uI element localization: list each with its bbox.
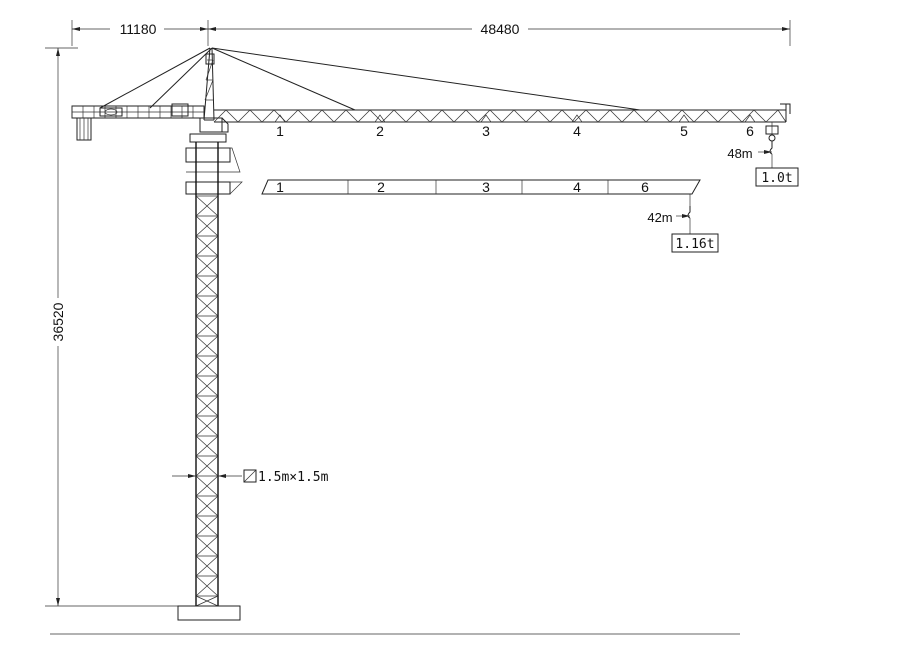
main-jib-section-label: 2 (376, 123, 384, 139)
mast-section-label: 1.5m×1.5m (258, 470, 329, 485)
short-jib: 1 2 3 4 6 42m 1.16t (261, 179, 719, 253)
main-jib-section-label: 1 (276, 123, 284, 139)
counter-jib (71, 103, 205, 141)
short-jib-section-label: 2 (377, 179, 385, 195)
mast (50, 142, 740, 635)
main-jib-section-label: 3 (482, 123, 490, 139)
short-jib-section-label: 3 (482, 179, 490, 195)
main-jib-section-label: 4 (573, 123, 581, 139)
vertical-dimension: 36520 (45, 47, 178, 607)
main-jib-section-label: 5 (680, 123, 688, 139)
main-jib: 1 2 3 4 5 6 (213, 103, 791, 139)
short-jib-radius: 42m (647, 210, 672, 225)
short-jib-section-label: 1 (276, 179, 284, 195)
main-jib-section-label: 6 (746, 123, 754, 139)
main-hook: 48m 1.0t (727, 122, 799, 187)
short-jib-section-label: 6 (641, 179, 649, 195)
short-jib-tip-load: 1.16t (675, 237, 714, 252)
horizontal-dimension: 11180 48480 (71, 20, 791, 46)
mast-section-dimension: 1.5m×1.5m (172, 469, 329, 485)
main-jib-tip-load: 1.0t (761, 171, 792, 186)
jib-length-label: 48480 (481, 21, 520, 37)
tower-height-label: 36520 (50, 302, 66, 341)
short-jib-section-label: 4 (573, 179, 581, 195)
tower-head (99, 47, 641, 195)
counter-jib-length-label: 11180 (120, 21, 157, 37)
main-jib-radius: 48m (727, 146, 752, 161)
